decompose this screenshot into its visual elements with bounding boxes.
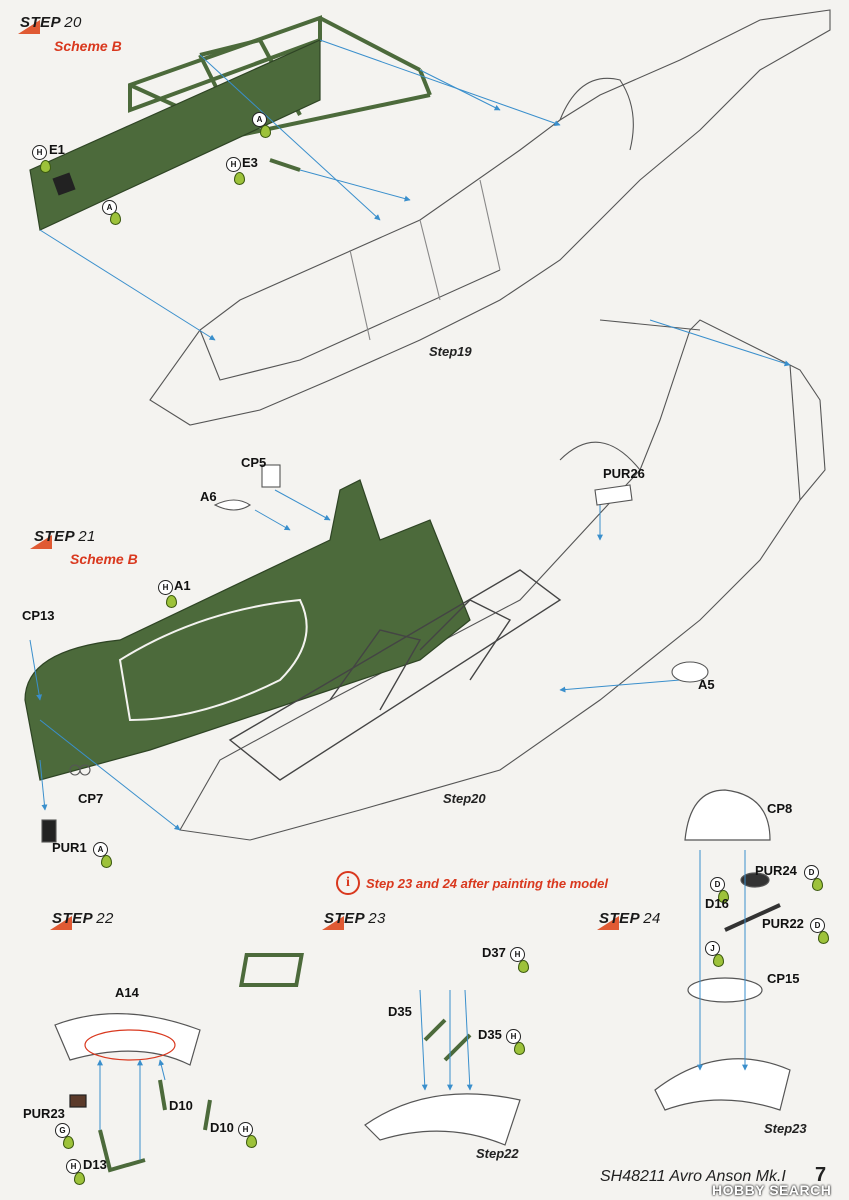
paint-drop-icon (63, 1136, 74, 1149)
part-label-d10: D10 (210, 1120, 234, 1135)
part-label-a14: A14 (115, 985, 139, 1000)
step-prefix: STEP (34, 528, 76, 545)
color-badge-h: H (506, 1029, 521, 1044)
part-label-d16: D16 (705, 896, 729, 911)
part-label-d13: D13 (83, 1157, 107, 1172)
step-flag-21 (30, 535, 52, 549)
paint-drop-icon (713, 954, 724, 967)
step-flag-24 (597, 916, 619, 930)
step-number: 23 (368, 910, 386, 927)
step21-side-panel (24, 479, 471, 781)
color-badge-a: A (252, 112, 267, 127)
paint-drop-icon (818, 931, 829, 944)
part-label-cp13: CP13 (22, 608, 55, 623)
color-badge-h: H (238, 1122, 253, 1137)
step21-small-parts (41, 464, 709, 843)
paint-drop-icon (166, 595, 177, 608)
part-label-e3: E3 (242, 155, 258, 170)
paint-drop-icon (246, 1135, 257, 1148)
color-badge-d: D (804, 865, 819, 880)
watermark-logo: HOBBY SEARCH (712, 1182, 832, 1198)
step-number: 24 (643, 910, 661, 927)
step-number: 20 (64, 14, 82, 31)
ref-step22: Step22 (476, 1146, 519, 1161)
part-label-d10: D10 (169, 1098, 193, 1113)
step-flag-20 (18, 20, 40, 34)
paint-drop-icon (110, 212, 121, 225)
part-label-a5: A5 (698, 677, 715, 692)
color-badge-h: H (510, 947, 525, 962)
info-icon: i (336, 871, 360, 895)
step-prefix: STEP (599, 910, 641, 927)
part-label-pur22: PUR22 (762, 916, 804, 931)
step21-frame (228, 569, 562, 781)
step20-arrows (39, 39, 561, 341)
part-label-cp8: CP8 (767, 801, 793, 816)
step20-fuselage-outline (149, 9, 831, 426)
part-label-pur1: PUR1 (52, 840, 87, 855)
step23-arrows (419, 989, 473, 1091)
step23-art (238, 953, 521, 1146)
step-number: 21 (78, 528, 96, 545)
step-prefix: STEP (20, 14, 62, 31)
paint-drop-icon (234, 172, 245, 185)
part-label-a6: A6 (200, 489, 217, 504)
paint-drop-icon (514, 1042, 525, 1055)
step-flag-23 (322, 916, 344, 930)
part-label-d35: D35 (478, 1027, 502, 1042)
part-label-cp5: CP5 (241, 455, 267, 470)
step24-arrows (697, 850, 748, 1071)
ref-step20: Step20 (443, 791, 486, 806)
painting-note: Step 23 and 24 after painting the model (366, 876, 608, 891)
part-label-cp7: CP7 (78, 791, 104, 806)
part-label-d37: D37 (482, 945, 506, 960)
part-label-pur26: PUR26 (603, 466, 645, 481)
color-badge-a: A (102, 200, 117, 215)
color-badge-d: D (710, 877, 725, 892)
paint-drop-icon (101, 855, 112, 868)
paint-drop-icon (260, 125, 271, 138)
step21-arrows (29, 319, 791, 831)
step-prefix: STEP (52, 910, 94, 927)
step21-fuselage-outline (179, 319, 826, 841)
part-label-d35: D35 (388, 1004, 412, 1019)
part-label-pur23: PUR23 (23, 1106, 65, 1121)
part-label-a1: A1 (174, 578, 191, 593)
color-badge-h: H (226, 157, 241, 172)
paint-drop-icon (40, 160, 51, 173)
paint-drop-icon (718, 890, 729, 903)
color-badge-g: G (55, 1123, 70, 1138)
step22-art (54, 1013, 212, 1173)
paint-drop-icon (518, 960, 529, 973)
paint-drop-icon (74, 1172, 85, 1185)
part-label-cp15: CP15 (767, 971, 800, 986)
step20-side-panel (29, 39, 321, 231)
scheme-label-20: Scheme B (54, 38, 122, 54)
step24-art (654, 789, 791, 1111)
color-badge-h: H (158, 580, 173, 595)
scheme-label-21: Scheme B (70, 551, 138, 567)
ref-step19: Step19 (429, 344, 472, 359)
part-label-e1: E1 (49, 142, 65, 157)
step-number: 22 (96, 910, 114, 927)
color-badge-a: A (93, 842, 108, 857)
color-badge-j: J (705, 941, 720, 956)
color-badge-h: H (32, 145, 47, 160)
step-prefix: STEP (324, 910, 366, 927)
ref-step23: Step23 (764, 1121, 807, 1136)
step-flag-22 (50, 916, 72, 930)
color-badge-d: D (810, 918, 825, 933)
step22-arrows (97, 1059, 166, 1160)
color-badge-h: H (66, 1159, 81, 1174)
part-label-pur24: PUR24 (755, 863, 797, 878)
paint-drop-icon (812, 878, 823, 891)
page-number: 7 (815, 1164, 827, 1186)
kit-code-footer: SH48211 Avro Anson Mk.I (600, 1168, 786, 1185)
